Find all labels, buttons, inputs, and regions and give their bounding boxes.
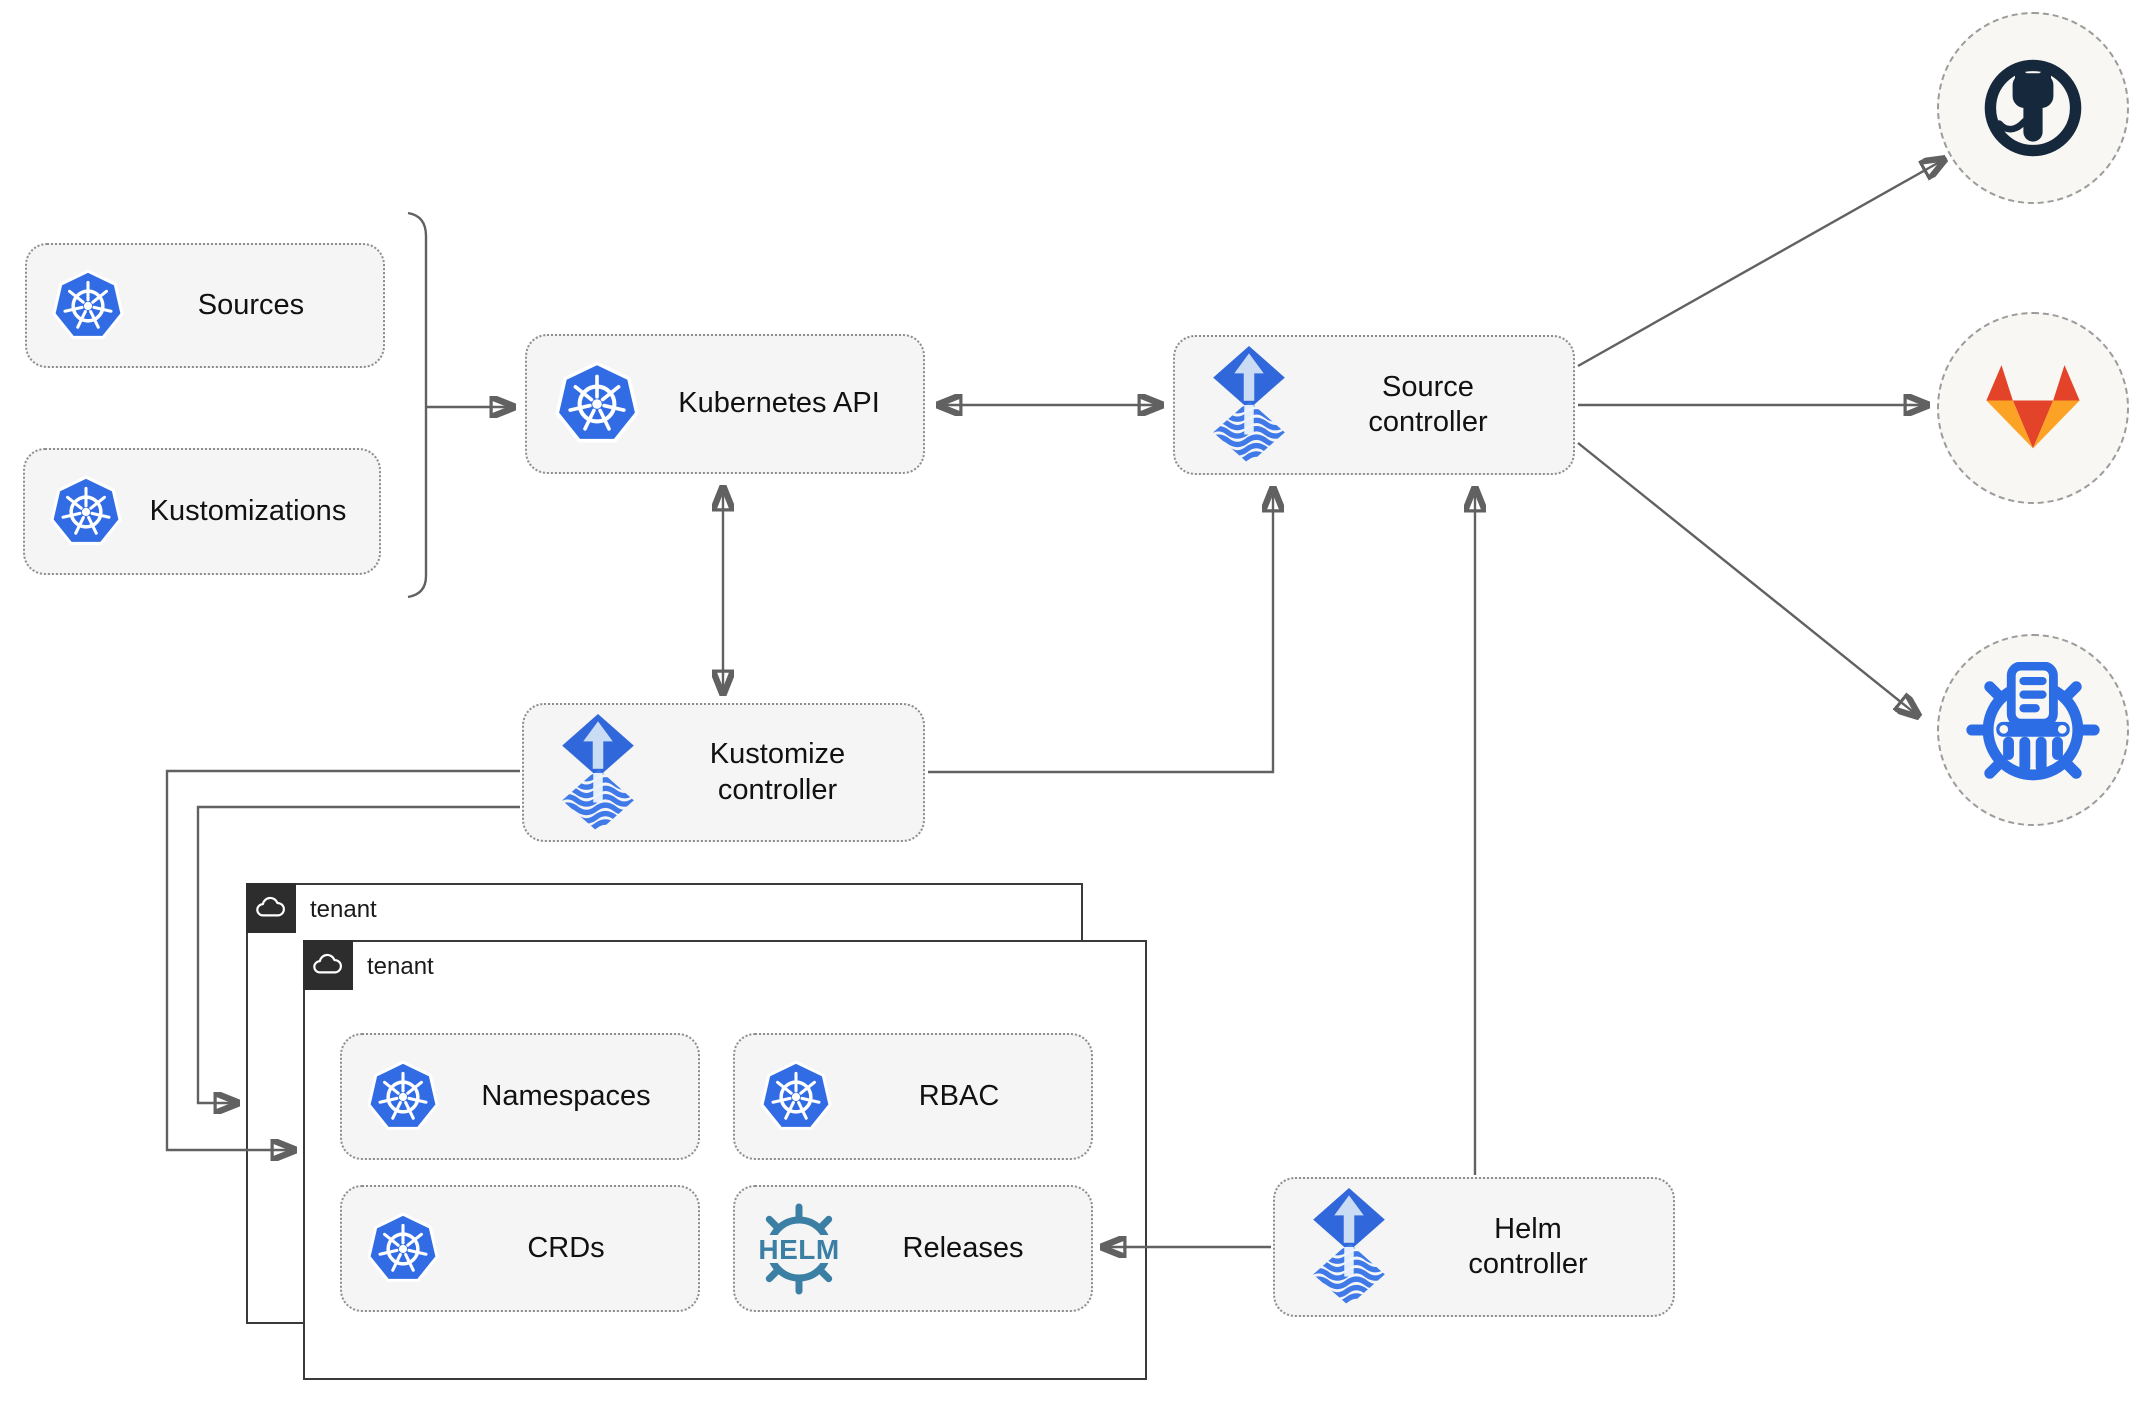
kubernetes-icon (45, 471, 127, 553)
node-label: Releases (902, 1231, 1024, 1264)
tenant-label: tenant (367, 953, 434, 980)
node-label: Namespaces (481, 1079, 651, 1112)
node-label: Source controller (1368, 370, 1488, 438)
flux-icon (1305, 1188, 1393, 1306)
kubernetes-icon (549, 356, 645, 452)
cloud-icon (254, 896, 287, 920)
tenant-group-inner: tenant (302, 939, 1147, 1380)
node-sources: Sources (25, 243, 385, 368)
node-kustomize-controller: Kustomize controller (522, 703, 925, 842)
gitlab-icon (1970, 356, 2096, 460)
node-label: Kubernetes API (678, 387, 880, 420)
gitlab-endpoint (1937, 312, 2129, 504)
node-kustomizations: Kustomizations (23, 448, 381, 575)
chartmuseum-endpoint (1937, 634, 2129, 826)
flux-icon (1205, 346, 1293, 464)
node-rbac: RBAC (733, 1033, 1093, 1160)
node-crds: CRDs (340, 1185, 700, 1312)
node-label: Kustomize controller (709, 738, 846, 806)
edge-kustomize-to-source (928, 490, 1273, 774)
edge-source-to-chartmuseum (1577, 442, 1917, 715)
node-helm-controller: Helm controller (1273, 1177, 1675, 1317)
node-label: CRDs (527, 1231, 605, 1264)
github-icon (1973, 48, 2093, 168)
node-label: RBAC (918, 1079, 1000, 1112)
helm-icon (753, 1203, 845, 1295)
kubernetes-icon (755, 1056, 837, 1138)
kubernetes-icon (47, 265, 129, 347)
node-kubernetes-api: Kubernetes API (525, 334, 925, 474)
bracket-sources-group (407, 211, 428, 599)
kubernetes-icon (362, 1056, 444, 1138)
node-label: Kustomizations (149, 494, 347, 527)
edge-source-to-github (1577, 160, 1943, 368)
node-namespaces: Namespaces (340, 1033, 700, 1160)
github-endpoint (1937, 12, 2129, 204)
tenant-label: tenant (310, 896, 377, 923)
tenant-tab (245, 882, 296, 933)
node-source-controller: Source controller (1173, 335, 1575, 475)
cloud-icon (311, 953, 344, 977)
node-label: Helm controller (1468, 1212, 1588, 1280)
chartmuseum-icon (1965, 662, 2101, 798)
node-label: Sources (197, 288, 305, 321)
kubernetes-icon (362, 1208, 444, 1290)
tenant-tab (302, 939, 353, 990)
flux-icon (554, 714, 642, 832)
node-releases: Releases (733, 1185, 1093, 1312)
